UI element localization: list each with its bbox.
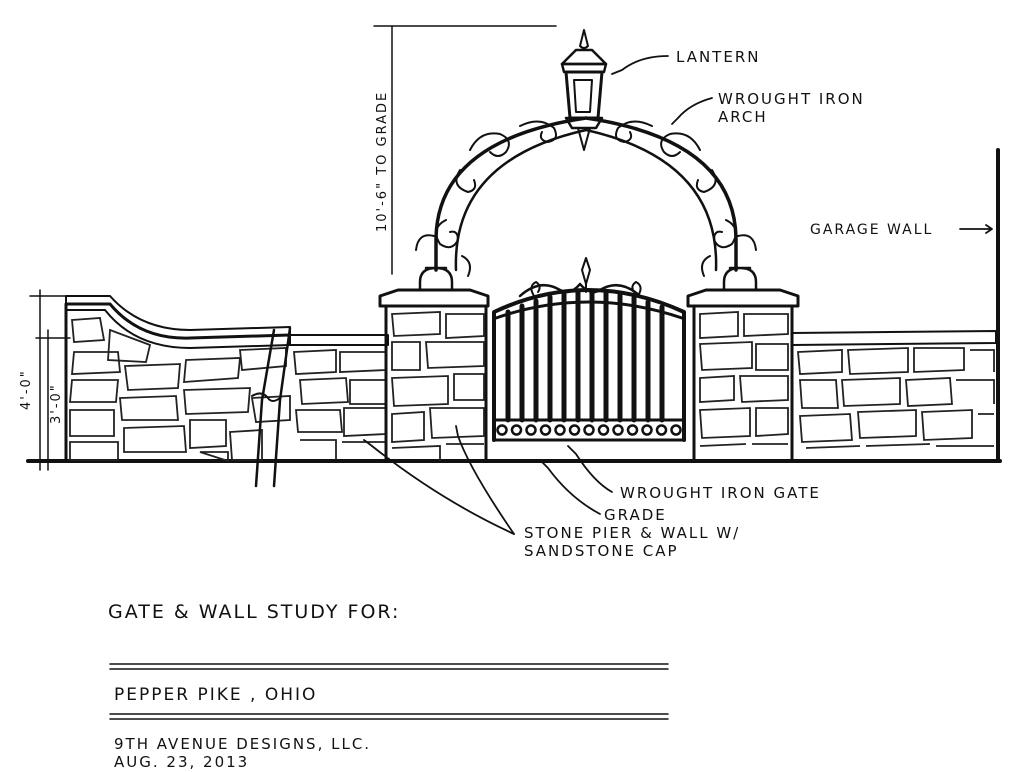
gate-ring-ornament: [670, 424, 682, 436]
left-curved-wall: [64, 295, 292, 463]
gate-ring-ornament: [597, 424, 610, 436]
gate-ring-ornament: [510, 424, 523, 436]
gate-ring-ornament: [568, 424, 581, 436]
title-text: GATE & WALL STUDY FOR:: [108, 601, 400, 623]
lantern: [560, 29, 608, 151]
gate-ring-ornament: [626, 424, 639, 436]
lantern-label: LANTERN: [676, 48, 760, 66]
gate-ring-ornament: [583, 424, 595, 436]
gate-ring-ornament: [539, 424, 552, 436]
arch-label-line1: WROUGHT IRON: [718, 90, 865, 108]
overall-height-dimension: 10'-6" TO GRADE: [373, 25, 557, 275]
tree-trunk: [251, 326, 292, 488]
right-stone-pier: [686, 288, 800, 463]
wrought-iron-gate[interactable]: [492, 257, 686, 442]
wall-segment-left: [289, 334, 389, 460]
firm-text: 9TH AVENUE DESIGNS, LLC.: [114, 735, 371, 753]
date-text: AUG. 23, 2013: [114, 753, 249, 771]
gate-ring-ornament: [496, 424, 508, 436]
location-text: PEPPER PIKE , OHIO: [114, 685, 317, 705]
stone-label-line1: STONE PIER & WALL W/: [524, 524, 740, 542]
height-dimension-label: 10'-6" TO GRADE: [375, 91, 390, 232]
callout-leaders: [363, 55, 993, 535]
garage-wall-label: GARAGE WALL: [810, 222, 933, 238]
gate-ring-ornament: [525, 424, 537, 436]
stone-label-line2: SANDSTONE CAP: [524, 542, 679, 560]
wall-segment-right: [791, 330, 997, 449]
gate-ring-ornament: [641, 424, 653, 436]
title-block: GATE & WALL STUDY FOR: PEPPER PIKE , OHI…: [108, 601, 669, 771]
left-stone-pier: [378, 288, 490, 463]
gate-ring-ornament: [612, 424, 624, 436]
wall-height-dimensions: 4'-0" 3'-0": [19, 289, 71, 471]
gate-label: WROUGHT IRON GATE: [620, 484, 821, 502]
dim-4ft-label: 4'-0": [19, 369, 34, 410]
dim-3ft-label: 3'-0": [49, 383, 64, 424]
gate-ring-ornament: [554, 424, 566, 436]
gate-ring-ornament: [655, 424, 668, 436]
grade-label: GRADE: [604, 506, 667, 524]
arch-label-line2: ARCH: [718, 108, 768, 126]
